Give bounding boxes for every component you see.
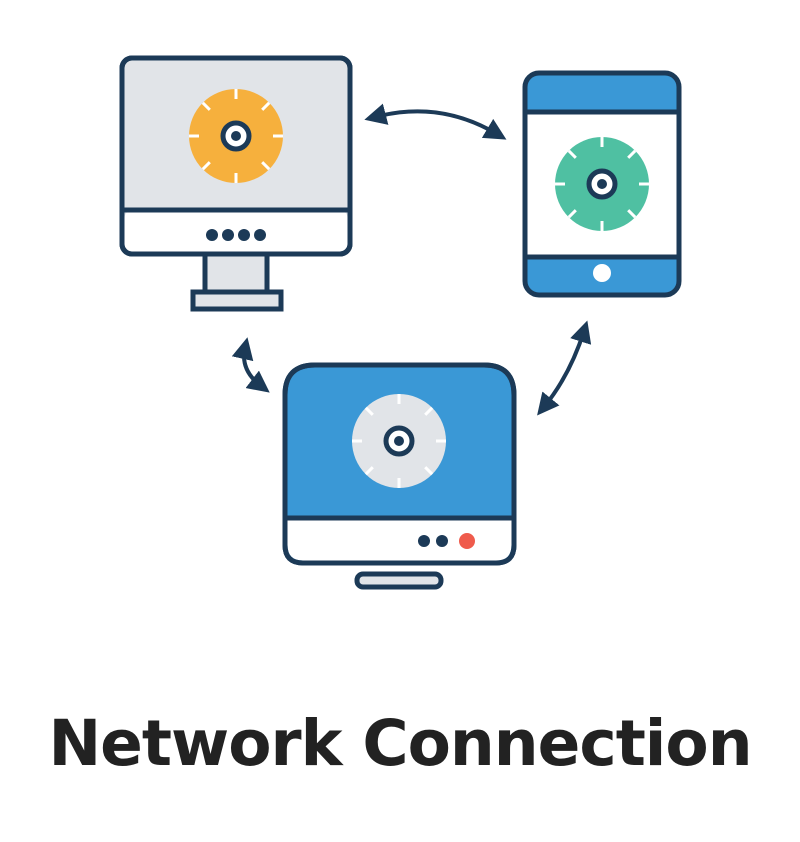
double-arrow-icon: [231, 337, 270, 393]
gear-icon: [352, 394, 446, 488]
smartphone-icon: [522, 70, 682, 298]
home-button: [593, 264, 611, 282]
desktop-base: [190, 289, 284, 312]
gear-icon: [555, 137, 649, 231]
laptop-base: [354, 571, 444, 590]
desktop-dot: [222, 229, 234, 241]
gear-icon: [189, 89, 283, 183]
laptop-icon: [282, 362, 517, 590]
desktop-monitor-icon: [119, 55, 353, 312]
page-title: Network Connection: [48, 707, 752, 780]
power-indicator: [459, 533, 475, 549]
status-dot: [436, 535, 448, 547]
desktop-dot: [238, 229, 250, 241]
desktop-stand: [202, 251, 270, 295]
desktop-dot: [254, 229, 266, 241]
double-arrow-icon: [364, 103, 507, 140]
desktop-dot: [206, 229, 218, 241]
status-dot: [418, 535, 430, 547]
double-arrow-icon: [537, 320, 592, 416]
